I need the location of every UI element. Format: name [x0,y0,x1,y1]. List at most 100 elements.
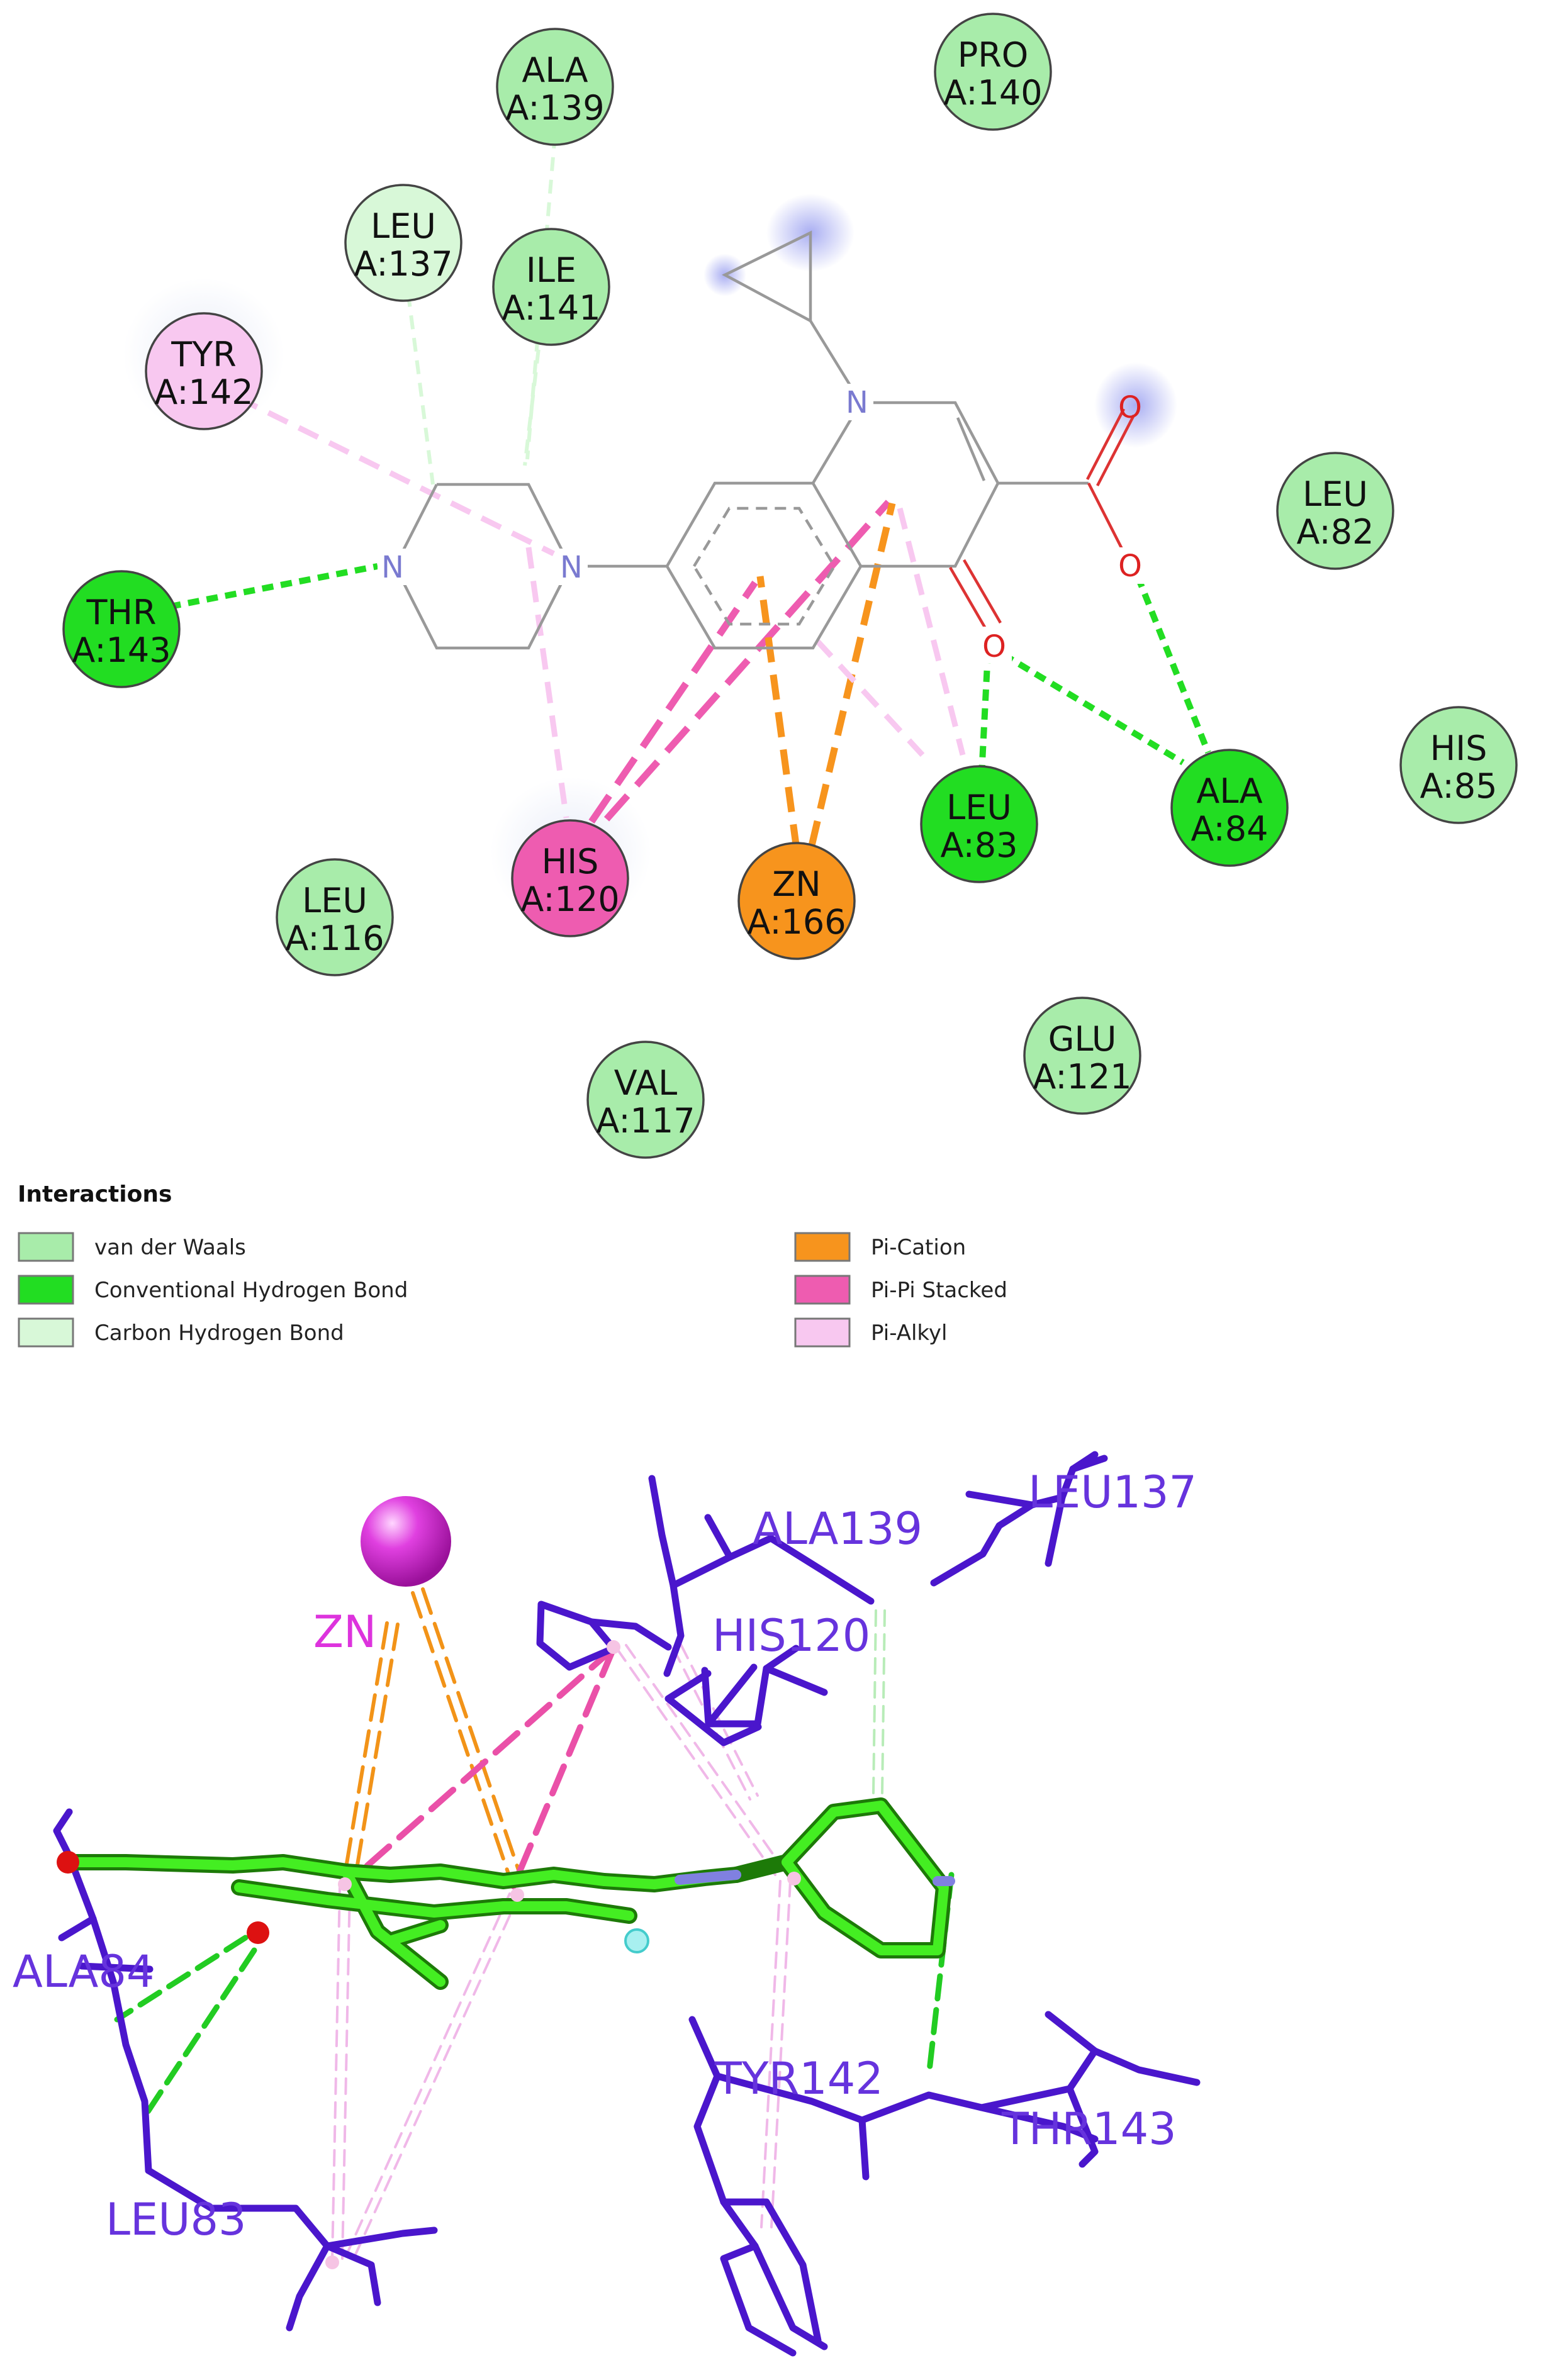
carbonyl-bond-a [949,566,988,632]
legend-item: van der Waals [18,1232,246,1262]
residue-disc [586,1041,705,1159]
atom-o-acid2: O [1118,549,1142,584]
legend-item: Pi-Cation [794,1232,966,1262]
ligand-2d [393,230,1135,650]
acid-co-b [1096,414,1135,487]
legend-title: Interactions [18,1182,172,1207]
residue-disc [1170,749,1289,867]
legend-swatch [18,1232,74,1262]
legend-item: Pi-Pi Stacked [794,1275,1007,1305]
his120-pipi-a [603,500,892,822]
residue-number: A:85 [1420,766,1498,806]
residue-disc [492,228,610,346]
atom-labels: N N N O O O [378,384,1146,664]
residue-disc [145,312,263,430]
residue-name: ZN [772,864,821,904]
carbonyl-bond-b [963,559,1002,624]
ligand-sticks-3d [57,1640,955,2269]
residue-number: A:83 [941,825,1018,865]
residue-number: A:139 [505,88,604,128]
legend-item: Carbon Hydrogen Bond [18,1317,344,1348]
residue-disc [934,13,1052,131]
ala84-hbond-b [1135,575,1211,754]
residue-disc [920,765,1038,883]
residue-name: VAL [614,1063,678,1103]
atom-n-pip1: N [381,550,404,585]
label-ala84: ALA84 [13,1946,154,1997]
cyclopropyl-ring [722,230,812,323]
pyridone-double [956,417,986,481]
residue-number: A:82 [1297,512,1374,552]
legend-label: Pi-Alkyl [871,1321,947,1346]
residue-disc [276,858,394,976]
residue-disc [344,184,462,302]
zn-pication-b [808,502,896,847]
residue-disc [62,570,181,688]
benzene-aromatic-dash [692,506,836,626]
chb-lines-3d [872,1609,886,1794]
residue-name: ALA [522,50,588,90]
residue-name: HIS [542,842,599,881]
residue-disc [1276,452,1394,570]
legend-label: Pi-Pi Stacked [871,1278,1007,1303]
legend-label: Pi-Cation [871,1235,966,1260]
ile141-line [523,327,543,466]
residue-number: A:117 [596,1101,695,1141]
leu137-line [403,270,435,485]
residue-name: LEU [1303,474,1368,514]
ala84-hbond-a [1001,651,1185,766]
atom-n-pip2: N [560,550,583,585]
tyr142-line-a [237,394,555,557]
residue-number: A:166 [747,902,846,942]
legend-swatch [18,1275,74,1305]
residue-zn166: ZNA:166 [737,842,856,960]
legend-item: Pi-Alkyl [794,1317,947,1348]
residue-name: HIS [1430,729,1488,768]
residue-number: A:84 [1191,809,1269,849]
residue-disc [496,28,614,146]
residue-number: A:116 [285,919,384,958]
residue-disc [511,819,629,937]
residue-disc [737,842,856,960]
interaction-lines [150,134,1211,850]
leu83-pialkyl-b [897,507,966,756]
leu83-hbond [978,651,991,776]
residue-number: A:143 [72,630,171,670]
residue-name: PRO [958,35,1029,75]
tyr142-line-b [525,547,569,818]
zinc-sphere [361,1496,451,1587]
residue-disc [1399,706,1518,824]
acid-oh [1087,482,1128,559]
residue-number: A:141 [502,288,600,328]
thr143-hbond [150,563,378,613]
residue-number: A:121 [1033,1057,1131,1097]
label-leu137: LEU137 [1028,1467,1197,1518]
legend-item: Conventional Hydrogen Bond [18,1275,408,1305]
zn-lines-3d [343,1587,523,1883]
legend-swatch [794,1317,851,1348]
legend-label: Conventional Hydrogen Bond [94,1278,408,1303]
legend-swatch [794,1232,851,1262]
residue-name: THR [86,593,156,632]
residue-number: A:120 [520,880,619,919]
his120-pipi-b [588,580,758,824]
label-leu83: LEU83 [106,2194,247,2245]
residue-name: ILE [526,250,576,290]
labels-3d: ZN LEU137 ALA139 HIS120 ALA84 LEU83 TYR1… [13,1467,1197,2245]
label-thr143: THR143 [1001,2103,1177,2155]
residue-name: GLU [1048,1019,1117,1059]
residue-number: A:142 [154,372,253,412]
label-ala139: ALA139 [753,1503,922,1555]
